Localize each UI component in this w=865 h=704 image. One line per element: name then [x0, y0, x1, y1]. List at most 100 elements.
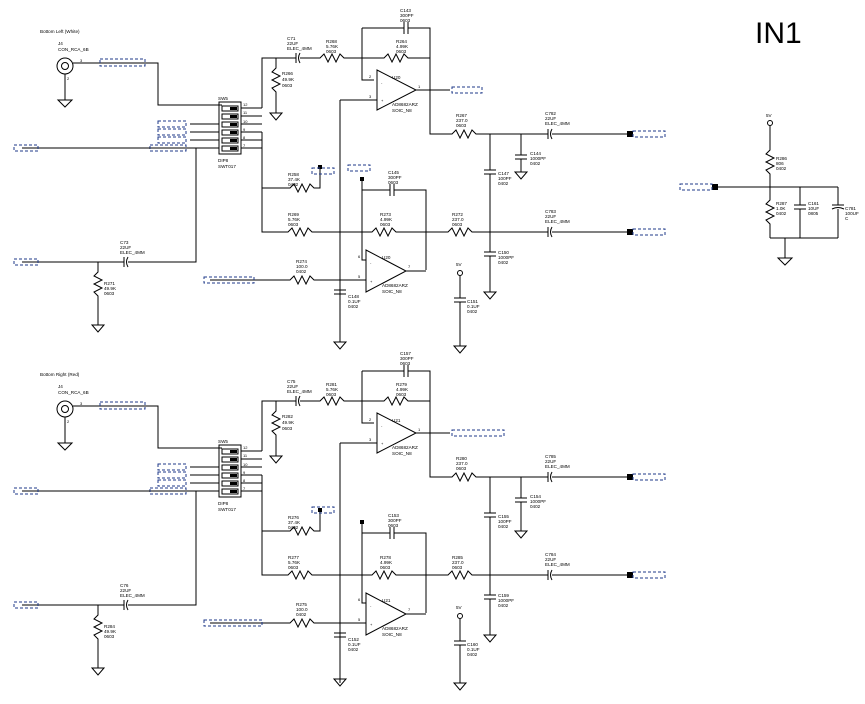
svg-text:0603: 0603 [380, 565, 391, 570]
svg-text:0402: 0402 [498, 524, 509, 529]
svg-text:0603: 0603 [288, 565, 299, 570]
svg-text:4.99K: 4.99K [380, 217, 393, 222]
svg-text:C785: C785 [545, 454, 556, 459]
svg-text:2: 2 [369, 417, 372, 422]
svg-text:2: 2 [67, 76, 70, 81]
svg-text:C161: C161 [808, 201, 819, 206]
svg-text:J4: J4 [58, 41, 63, 46]
svg-text:-: - [370, 260, 372, 265]
svg-text:1000PF: 1000PF [498, 255, 514, 260]
svg-text:0603: 0603 [326, 392, 337, 397]
svg-text:0603: 0603 [400, 361, 411, 366]
svg-text:+: + [370, 622, 373, 627]
svg-text:C73: C73 [120, 240, 129, 245]
svg-text:C784: C784 [545, 552, 556, 557]
svg-text:300PF: 300PF [400, 13, 414, 18]
svg-text:3: 3 [369, 94, 372, 99]
svg-text:3: 3 [80, 401, 83, 406]
svg-text:ELEC_4MM: ELEC_4MM [545, 464, 570, 469]
svg-text:11: 11 [243, 453, 248, 458]
svg-text:0402: 0402 [776, 211, 787, 216]
svg-text:AD8682ARZ: AD8682ARZ [382, 283, 408, 288]
opamp-bottom: C76 22UF ELEC_4MM R284 49.9K 0603 - + 6 … [13, 491, 480, 691]
svg-text:22UF: 22UF [545, 116, 556, 121]
svg-text:4.99K: 4.99K [396, 44, 409, 49]
svg-text:0402: 0402 [498, 603, 509, 608]
section-caption: Bottom Right (Red) [40, 372, 80, 377]
svg-text:11: 11 [243, 110, 248, 115]
svg-text:C145: C145 [388, 170, 399, 175]
svg-text:1: 1 [418, 84, 421, 89]
svg-text:6: 6 [358, 597, 361, 602]
svg-text:0603: 0603 [452, 565, 463, 570]
svg-text:0805: 0805 [808, 211, 819, 216]
svg-text:5: 5 [358, 274, 361, 279]
svg-text:5.76K: 5.76K [288, 217, 301, 222]
svg-text:12: 12 [243, 102, 248, 107]
svg-text:C71: C71 [287, 36, 296, 41]
svg-text:0.1UF: 0.1UF [348, 642, 361, 647]
svg-text:C144: C144 [530, 151, 541, 156]
svg-text:37.4K: 37.4K [288, 520, 301, 525]
svg-text:R268: R268 [326, 39, 337, 44]
svg-text:ELEC_4MM: ELEC_4MM [287, 389, 312, 394]
svg-text:7: 7 [408, 607, 411, 612]
svg-text:0402: 0402 [530, 161, 541, 166]
svg-text:22UF: 22UF [120, 588, 131, 593]
svg-text:10: 10 [243, 119, 248, 124]
svg-text:3: 3 [80, 58, 83, 63]
svg-text:9: 9 [243, 470, 246, 475]
svg-text:C76: C76 [120, 583, 129, 588]
svg-text:C157: C157 [400, 351, 411, 356]
svg-text:C148: C148 [348, 294, 359, 299]
rca-jack: J4 CON_RCA_6B 3 2 [56, 41, 222, 108]
svg-text:100.0: 100.0 [296, 264, 308, 269]
svg-text:R284: R284 [104, 624, 115, 629]
svg-text:C155: C155 [498, 514, 509, 519]
svg-text:U21: U21 [382, 598, 391, 603]
svg-text:C75: C75 [287, 379, 296, 384]
svg-text:300PF: 300PF [400, 356, 414, 361]
svg-text:0402: 0402 [296, 612, 307, 617]
svg-text:5: 5 [358, 617, 361, 622]
svg-text:0402: 0402 [498, 260, 509, 265]
svg-text:R285: R285 [452, 555, 463, 560]
svg-text:R277: R277 [288, 555, 299, 560]
svg-text:+: + [370, 279, 373, 284]
svg-text:R266: R266 [282, 71, 293, 76]
svg-text:0.1UF: 0.1UF [467, 304, 480, 309]
svg-text:R279: R279 [396, 382, 407, 387]
svg-text:10UF: 10UF [808, 206, 819, 211]
svg-text:0603: 0603 [452, 222, 463, 227]
svg-text:C159: C159 [498, 593, 509, 598]
svg-text:0603: 0603 [282, 426, 293, 431]
opamp-bottom: C73 22UF ELEC_4MM R271 49.9K 0603 - + 6 … [13, 148, 480, 354]
svg-text:AD8682ARZ: AD8682ARZ [382, 626, 408, 631]
svg-text:12: 12 [243, 445, 248, 450]
svg-text:22UF: 22UF [545, 214, 556, 219]
svg-text:C: C [845, 216, 849, 221]
svg-text:237.0: 237.0 [452, 560, 464, 565]
svg-text:SOIC_N8: SOIC_N8 [392, 108, 412, 113]
svg-text:U20: U20 [382, 255, 391, 260]
svg-text:C782: C782 [545, 111, 556, 116]
svg-text:6: 6 [358, 254, 361, 259]
svg-text:1000PF: 1000PF [530, 156, 546, 161]
svg-text:0603: 0603 [456, 466, 467, 471]
svg-text:7: 7 [408, 264, 411, 269]
svg-text:49.9K: 49.9K [104, 629, 117, 634]
svg-text:+: + [381, 441, 384, 446]
mid-network: R276 37.4K 0402 C153 300PF 0603 C155 100… [261, 475, 666, 643]
svg-text:CON_RCA_6B: CON_RCA_6B [58, 390, 89, 395]
svg-text:0603: 0603 [396, 49, 407, 54]
svg-text:5V: 5V [456, 262, 463, 267]
channel-section-left: Bottom Left (White) J4 CON_RCA_6B 3 2 [13, 8, 666, 354]
svg-text:22UF: 22UF [545, 557, 556, 562]
svg-text:R287: R287 [776, 201, 787, 206]
svg-text:ELEC_4MM: ELEC_4MM [545, 121, 570, 126]
svg-text:0603: 0603 [282, 83, 293, 88]
svg-text:0603: 0603 [104, 291, 115, 296]
svg-text:0603: 0603 [396, 392, 407, 397]
svg-text:1000PF: 1000PF [530, 499, 546, 504]
svg-text:300PF: 300PF [388, 175, 402, 180]
